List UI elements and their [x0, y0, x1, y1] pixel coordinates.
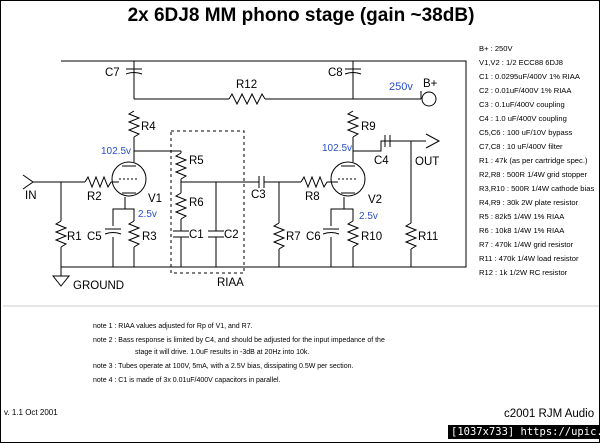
parts-list-item: C2 : 0.01uF/400V 1% RIAA [479, 86, 572, 95]
parts-list-item: R6 : 10k8 1/4W 1% RIAA [479, 226, 565, 235]
riaa-box [170, 130, 245, 274]
label-r7: R7 [286, 231, 301, 243]
label-r9: R9 [361, 121, 376, 133]
resistor-r3 [127, 220, 141, 248]
resistor-r1 [54, 220, 68, 248]
parts-list-item: C4 : 1.0 uF/400V coupling [479, 114, 567, 123]
page-title: 2x 6DJ8 MM phono stage (gain ~38dB) [127, 5, 475, 26]
parts-list-item: R1 : 47k (as per cartridge spec.) [479, 156, 588, 165]
wire [180, 179, 259, 183]
label-r8: R8 [305, 191, 320, 203]
label-r12: R12 [236, 79, 258, 91]
label-ground: GROUND [73, 280, 125, 292]
copyright-label: c2001 RJM Audio [504, 408, 595, 420]
tube-v2 [330, 161, 366, 197]
ground-symbol [51, 275, 71, 287]
parts-list-item: R3,R10 : 500R 1/4W cathode bias [479, 184, 595, 193]
parts-list-item: R7 : 470k 1/4W grid resistor [479, 240, 574, 249]
capacitor-c8 [344, 68, 362, 75]
label-r6: R6 [189, 197, 204, 209]
wire [112, 208, 134, 226]
resistor-r11 [404, 222, 418, 250]
label-c3: C3 [251, 189, 266, 201]
resistor-r10 [346, 220, 360, 248]
note-line: stage it will drive. 1.0uF results in -3… [135, 349, 310, 356]
resistor-r7 [272, 222, 286, 250]
parts-list-item: B+ : 250V [479, 44, 513, 53]
label-out: OUT [415, 156, 440, 168]
parts-list-item: C3 : 0.1uF/400V coupling [479, 100, 565, 109]
label-r4: R4 [141, 121, 156, 133]
input-arrow [22, 174, 34, 190]
parts-list-item: R2,R8 : 500R 1/4W grid stopper [479, 170, 588, 179]
bplus-terminal [421, 91, 437, 107]
capacitor-c1 [173, 230, 189, 238]
note-line: note 4 : C1 is made of 3x 0.01uF/400V ca… [93, 377, 281, 384]
resistor-r8 [300, 175, 328, 189]
bplus-voltage: 250v [389, 81, 413, 93]
label-r11: R11 [418, 231, 439, 243]
v1-plate-voltage: 102.5v [101, 146, 132, 157]
label-r3: R3 [142, 231, 157, 243]
v2-plate-voltage: 102.5v [322, 143, 353, 154]
wire [353, 140, 411, 152]
label-r10: R10 [361, 231, 383, 243]
label-c1: C1 [189, 229, 204, 241]
parts-list-item: R5 : 82k5 1/4W 1% RIAA [479, 212, 565, 221]
capacitor-c5 [104, 228, 122, 235]
resistor-r6 [174, 192, 188, 220]
resistor-r12 [228, 92, 266, 106]
capacitor-c4 [384, 135, 391, 147]
parts-list-item: R4,R9 : 30k 2W plate resistor [479, 198, 579, 207]
capacitor-c3 [258, 176, 265, 188]
label-c4: C4 [374, 155, 389, 167]
label-c6: C6 [306, 231, 321, 243]
label-r2: R2 [87, 191, 102, 203]
capacitor-c6 [322, 228, 340, 235]
ground-rail [61, 60, 467, 268]
label-c2: C2 [224, 229, 239, 241]
v2-cathode-voltage: 2.5v [359, 211, 378, 222]
capacitor-c7 [125, 68, 143, 75]
resistor-r5 [174, 152, 188, 180]
version-label: v. 1.1 Oct 2001 [4, 408, 58, 417]
capacitor-c2 [208, 230, 224, 238]
label-c7: C7 [105, 67, 120, 79]
parts-list-item: C5,C6 : 100 uF/10V bypass [479, 128, 573, 137]
wire [330, 208, 353, 226]
output-arrow [425, 133, 441, 149]
parts-list-item: C1 : 0.0295uF/400V 1% RIAA [479, 72, 580, 81]
parts-list-item: R12 : 1k 1/2W RC resistor [479, 268, 568, 277]
parts-list-item: V1,V2 : 1/2 ECC88 6DJ8 [479, 58, 563, 67]
label-c8: C8 [328, 67, 343, 79]
resistor-r2 [84, 175, 112, 189]
note-line: note 2 : Bass response is limited by C4,… [93, 337, 385, 344]
label-riaa: RIAA [217, 277, 244, 289]
label-b-plus: B+ [423, 78, 438, 90]
resistor-r9 [346, 110, 360, 138]
parts-list-item: C7,C8 : 10 uF/400V filter [479, 142, 563, 151]
watermark-url[interactable]: [1037x733] https://upic.me/ [448, 425, 600, 439]
note-line: note 1 : RIAA values adjusted for Rp of … [93, 323, 253, 330]
parts-list-item: R11 : 470k 1/4W load resistor [479, 254, 579, 263]
label-v2: V2 [368, 194, 383, 206]
label-r5: R5 [189, 155, 204, 167]
resistor-r4 [127, 110, 141, 138]
label-in: IN [25, 190, 37, 202]
label-r1: R1 [67, 231, 82, 243]
label-v1: V1 [148, 193, 163, 205]
label-c5: C5 [87, 231, 102, 243]
note-line: note 3 : Tubes operate at 100V, 5mA, wit… [93, 363, 354, 370]
tube-v1 [111, 161, 147, 197]
v1-cathode-voltage: 2.5v [138, 209, 157, 220]
